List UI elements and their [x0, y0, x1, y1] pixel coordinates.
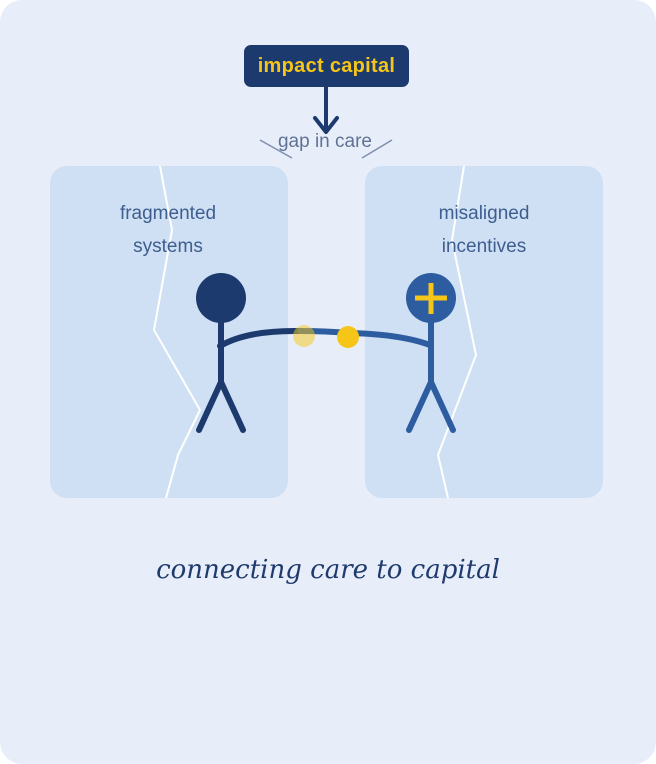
- caption: connecting care to capital: [156, 555, 500, 585]
- impact-capital-badge: impact capital: [244, 45, 409, 87]
- connection-dot-faded: [293, 325, 315, 347]
- right-panel-label-line: incentives: [441, 236, 527, 257]
- crack-line-icon: [152, 165, 202, 499]
- left-panel-label: fragmented systems: [68, 197, 268, 263]
- right-panel-label-line: misaligned: [438, 203, 530, 224]
- right-figure-legs: [406, 379, 456, 433]
- right-panel: [365, 166, 603, 498]
- gap-slash-right: [361, 139, 393, 159]
- arrow-down-icon: [313, 116, 339, 134]
- left-figure-head: [196, 273, 246, 323]
- left-panel: [50, 166, 288, 498]
- connection-dot: [337, 326, 359, 348]
- left-panel-label-line: fragmented: [119, 203, 217, 224]
- crack-line-icon: [436, 165, 478, 499]
- left-panel-label-line: systems: [133, 236, 203, 257]
- left-arm: [217, 327, 303, 349]
- left-figure-legs: [196, 379, 246, 433]
- impact-capital-label: impact capital: [257, 54, 396, 77]
- gap-slash-left: [259, 139, 293, 159]
- gap-in-care-label: gap in care: [277, 131, 372, 152]
- right-panel-label: misaligned incentives: [384, 197, 584, 263]
